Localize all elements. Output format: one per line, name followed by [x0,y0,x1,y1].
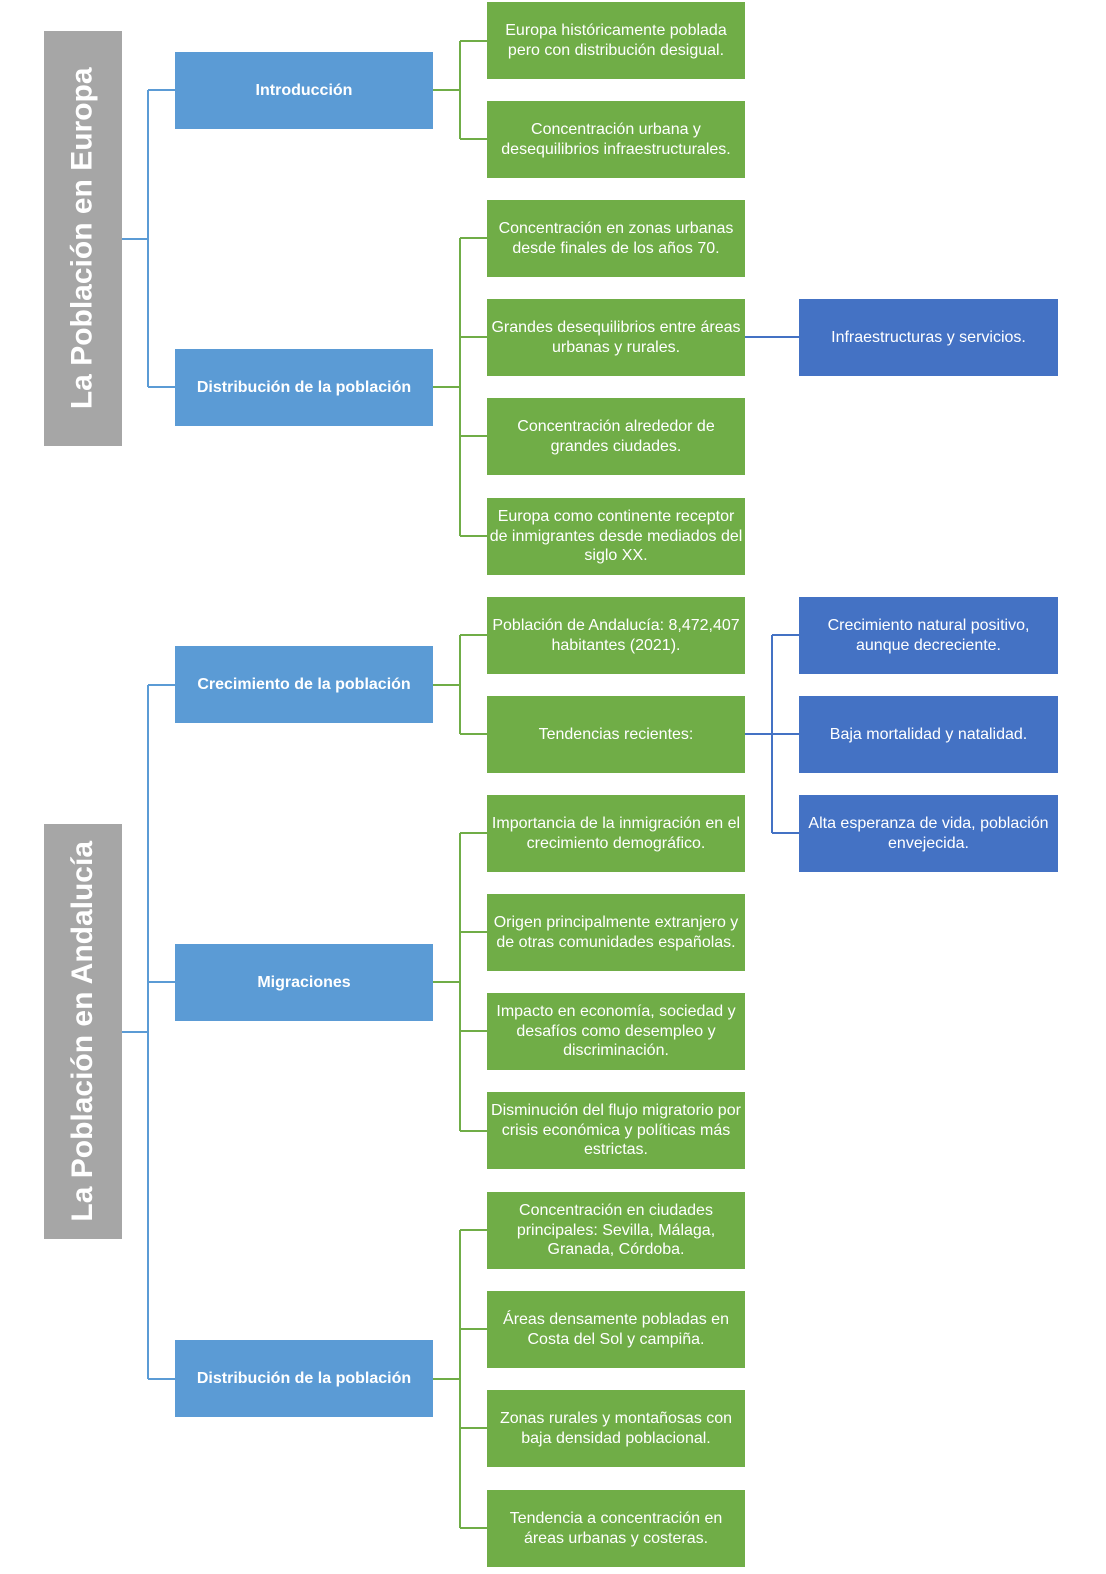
subdetail-infraestructuras: Infraestructuras y servicios. [799,299,1058,376]
detail-zonas-rurales: Zonas rurales y montañosas con baja dens… [487,1390,745,1467]
connector-introduccion [433,40,488,140]
category-introduccion: Introducción [175,52,433,129]
subdetail-esperanza-vida: Alta esperanza de vida, población enveje… [799,795,1058,872]
root-poblacion-andalucia: La Población en Andalucía [44,824,122,1239]
category-crecimiento: Crecimiento de la población [175,646,433,723]
connector-tendencias [745,634,799,834]
detail-origen-extranjero: Origen principalmente extranjero y de ot… [487,894,745,971]
detail-tendencias-recientes: Tendencias recientes: [487,696,745,773]
detail-costa-del-sol: Áreas densamente pobladas en Costa del S… [487,1291,745,1368]
detail-impacto-economia: Impacto en economía, sociedad y desafíos… [487,993,745,1070]
detail-ciudades-principales: Concentración en ciudades principales: S… [487,1192,745,1269]
detail-disminucion-flujo: Disminución del flujo migratorio por cri… [487,1092,745,1169]
connector-distribucion-andalucia [433,1229,488,1529]
category-migraciones: Migraciones [175,944,433,1021]
detail-concentracion-costeras: Tendencia a concentración en áreas urban… [487,1490,745,1567]
detail-receptor-inmigrantes: Europa como continente receptor de inmig… [487,498,745,575]
detail-poblacion-andalucia: Población de Andalucía: 8,472,407 habita… [487,597,745,674]
detail-concentracion-urbana: Concentración urbana y desequilibrios in… [487,101,745,178]
connector-andalucia-root [122,684,176,1380]
category-distribucion-europa: Distribución de la población [175,349,433,426]
root-poblacion-europa: La Población en Europa [44,31,122,446]
detail-desequilibrios: Grandes desequilibrios entre áreas urban… [487,299,745,376]
category-distribucion-andalucia: Distribución de la población [175,1340,433,1417]
detail-europa-poblada: Europa históricamente poblada pero con d… [487,2,745,79]
root-title: La Población en Andalucía [65,841,99,1222]
root-title: La Población en Europa [65,67,99,410]
subdetail-baja-mortalidad: Baja mortalidad y natalidad. [799,696,1058,773]
detail-zonas-urbanas-70: Concentración en zonas urbanas desde fin… [487,200,745,277]
connector-migraciones [433,832,488,1132]
subdetail-crecimiento-natural: Crecimiento natural positivo, aunque dec… [799,597,1058,674]
connector-europa-root [122,89,176,388]
detail-grandes-ciudades: Concentración alrededor de grandes ciuda… [487,398,745,475]
connector-distribucion-europa [433,237,488,537]
detail-importancia-inmigracion: Importancia de la inmigración en el crec… [487,795,745,872]
connector-crecimiento [433,634,488,735]
